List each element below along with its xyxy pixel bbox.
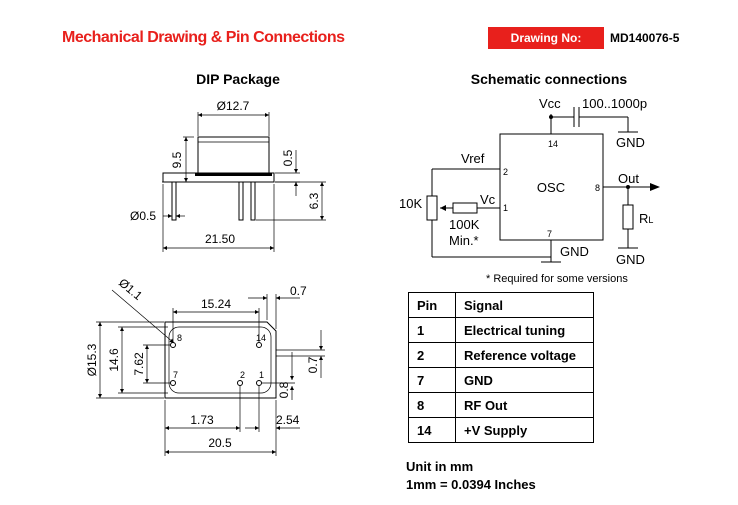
pin-signal: +V Supply [455,417,594,443]
pin-number: 1 [408,317,456,343]
table-row: 8 RF Out [408,392,594,418]
dim-lead-length: 6.3 [307,192,321,209]
pin-number: 7 [408,367,456,393]
table-row: 1 Electrical tuning [408,317,594,343]
table-row: 7 GND [408,367,594,393]
dim-top-width: Ø12.7 [217,99,250,113]
top-pin-1: 1 [259,370,264,380]
vc-label: Vc [480,192,496,207]
pin-signal: Electrical tuning [455,317,594,343]
drawing-number-label: Drawing No: [488,27,604,49]
pin-number: 2 [408,342,456,368]
dim-pin-diameter: Ø1.1 [116,276,145,304]
dim-pin-span: 15.24 [201,297,231,311]
resistor-min-label: Min.* [449,233,479,248]
osc-pin-14: 14 [548,139,558,149]
out-label: Out [618,171,639,186]
top-pin-14: 14 [256,333,266,343]
pin-number: 14 [408,417,456,443]
resistor-100k-label: 100K [449,217,480,232]
table-row: 2 Reference voltage [408,342,594,368]
osc-label: OSC [537,180,565,195]
pin-signal: Reference voltage [455,342,594,368]
dim-seat: 0.5 [281,149,295,166]
top-pin-7: 7 [173,370,178,380]
pin-column-header: Pin [408,292,456,318]
rl-label: RL [639,211,653,226]
pin-signal: GND [455,367,594,393]
pin-number: 8 [408,392,456,418]
dim-height: 9.5 [170,151,184,168]
schematic-heading: Schematic connections [471,71,628,87]
osc-pin-2: 2 [503,167,508,177]
pin-table: Pin Signal 1 Electrical tuning 2 Referen… [408,292,594,443]
dip-side-view: DIP Package Ø12.7 9.5 0.5 6.3 [130,71,326,252]
vref-label: Vref [461,151,485,166]
capacitor-gnd: GND [616,135,645,150]
dim-row-spacing: 7.62 [132,352,146,376]
dip-heading: DIP Package [196,71,280,87]
drawing-number-value: MD140076-5 [610,31,680,45]
units-note: Unit in mm 1mm = 0.0394 Inches [406,458,536,494]
dim-right-0-8: 0.8 [277,381,291,398]
dim-2-54: 2.54 [276,413,300,427]
osc-gnd-label: GND [560,244,589,259]
dim-length: 21.50 [205,232,235,246]
dim-20-5: 20.5 [208,436,232,450]
pin-signal: RF Out [455,392,594,418]
pin-table-header: Pin Signal [408,292,594,318]
dim-edge: 0.7 [290,284,307,298]
schematic-note: * Required for some versions [486,273,628,285]
osc-pin-7: 7 [547,229,552,239]
dim-lead-diameter: Ø0.5 [130,209,156,223]
dim-inner: 14.6 [107,348,121,372]
dip-top-view: 8 14 7 2 1 Ø1.1 15.24 0.7 Ø15.3 14.6 7.6… [85,276,325,456]
osc-pin-8: 8 [595,183,600,193]
schematic: Schematic connections OSC 14 2 1 8 7 Vcc… [399,71,660,285]
units-line-1: Unit in mm [406,459,474,474]
pot-10k-label: 10K [399,196,422,211]
units-line-2: 1mm = 0.0394 Inches [406,477,536,492]
dim-right-0-7: 0.7 [306,356,320,373]
dim-width: Ø15.3 [85,343,99,376]
rl-gnd-label: GND [616,252,645,267]
table-row: 14 +V Supply [408,417,594,443]
vcc-label: Vcc [539,96,561,111]
dim-1-73: 1.73 [190,413,214,427]
top-pin-2: 2 [240,370,245,380]
osc-pin-1: 1 [503,203,508,213]
capacitor-value: 100..1000p [582,96,647,111]
signal-column-header: Signal [455,292,594,318]
page-title: Mechanical Drawing & Pin Connections [62,29,345,46]
top-pin-8: 8 [177,333,182,343]
